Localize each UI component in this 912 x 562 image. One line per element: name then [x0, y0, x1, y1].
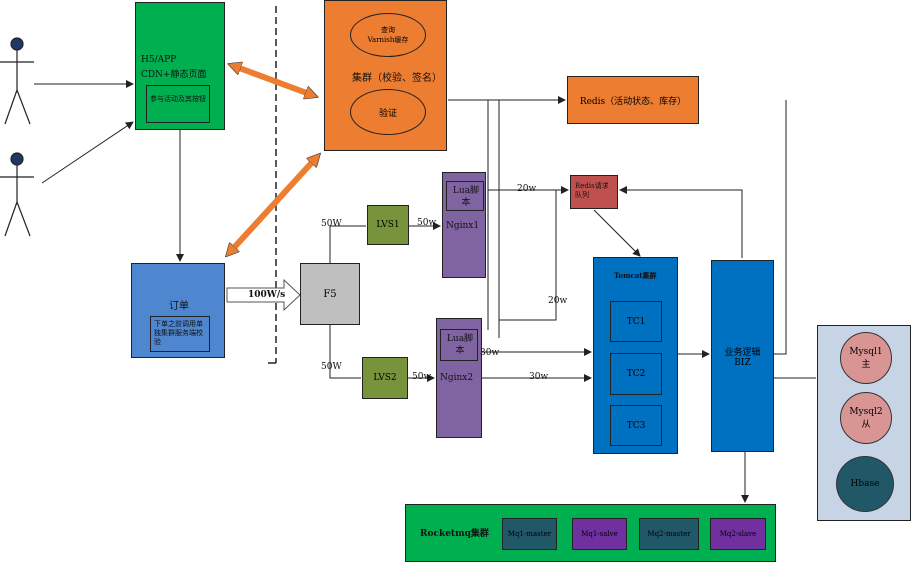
edge-queue-tomcat [593, 209, 641, 257]
cluster-title: 集群（校验、签名） [352, 73, 442, 84]
mysql2-line2: 从 [861, 419, 871, 430]
edge-label-lvs1-nginx1: 50w [417, 218, 437, 228]
nginx2-box: Lua脚本 Nginx2 [436, 318, 482, 438]
mq-node-2-label: Mq1-salve [581, 530, 618, 538]
redis-queue-box: Redis请求队列 [570, 175, 618, 209]
order-inner-label: 下单之前调用单独集群服务端校验 [154, 320, 203, 346]
nginx2-lua-label: Lua脚本 [446, 334, 474, 356]
mq-node-4: Mq2-slave [710, 518, 766, 550]
redis-queue-label: Redis请求队列 [575, 182, 609, 199]
nginx1-label: Nginx1 [446, 221, 480, 231]
user-figure-2 [0, 152, 34, 237]
mysql1-line2: 主 [861, 359, 871, 370]
edge-f5-lvs2 [329, 325, 361, 379]
mq-node-2: Mq1-salve [572, 518, 627, 550]
f5-box: F5 [300, 263, 360, 325]
mq-node-3-label: Mq2-master [647, 530, 691, 538]
hbase-node: Hbase [836, 456, 894, 512]
h5-title-line1: H5/APP [141, 55, 177, 65]
tc1-label: TC1 [626, 316, 646, 327]
tc3-label: TC3 [626, 420, 646, 431]
redis-label: Redis（活动状态、库存） [579, 96, 687, 107]
nginx2-lua-box: Lua脚本 [440, 329, 478, 361]
order-inner-box: 下单之前调用单独集群服务端校验 [150, 316, 210, 352]
mysql2-node: Mysql2 从 [840, 392, 892, 444]
edge-label-nginx2-30w-a: 30w [480, 348, 500, 358]
nginx1-lua-label: Lua脚本 [452, 186, 480, 208]
mq-node-1-label: Mq1-master [507, 530, 552, 538]
rocketmq-title: Rocketmq集群 [420, 529, 489, 539]
tc1-box: TC1 [610, 301, 662, 342]
varnish-query-ellipse: 查询 Varnish缓存 [350, 13, 426, 57]
db-panel: Mysql1 主 Mysql2 从 Hbase [817, 325, 911, 521]
varnish-query-line2: Varnish缓存 [367, 36, 409, 44]
mq-node-3: Mq2-master [639, 518, 699, 550]
edge-biz-queue [619, 186, 743, 258]
lvs1-label: LVS1 [376, 220, 400, 230]
edge-f5-lvs1 [329, 225, 366, 263]
cluster-box: 查询 Varnish缓存 集群（校验、签名） 验证 [324, 0, 447, 151]
tc2-box: TC2 [610, 353, 662, 395]
mysql1-line1: Mysql1 [849, 346, 883, 357]
hbase-label: Hbase [850, 479, 880, 489]
order-box: 订单 下单之前调用单独集群服务端校验 [131, 263, 225, 358]
nginx1-box: Lua脚本 Nginx1 [442, 172, 486, 278]
lvs2-label: LVS2 [373, 373, 397, 383]
lvs1-box: LVS1 [367, 205, 409, 245]
edge-user2-h5 [41, 121, 134, 184]
verify-ellipse: 验证 [350, 89, 426, 135]
lvs2-box: LVS2 [362, 357, 408, 399]
edge-redis-biz [774, 100, 787, 355]
edge-label-nginx2-30w-b: 30w [529, 372, 549, 382]
rocketmq-cluster-box: Rocketmq集群 Mq1-master Mq1-salve Mq2-mast… [405, 504, 776, 562]
biz-line1: 业务逻辑 [724, 347, 761, 358]
edge-label-lvs2-nginx2: 50w [412, 372, 432, 382]
nginx1-lua-box: Lua脚本 [446, 181, 484, 211]
varnish-query-line1: 查询 [381, 26, 395, 34]
order-title: 订单 [169, 301, 189, 312]
biz-line2: BIZ [734, 357, 751, 368]
f5-label: F5 [323, 288, 337, 300]
edge-mid-20w [499, 190, 557, 321]
mq-node-1: Mq1-master [502, 518, 557, 550]
nginx2-label: Nginx2 [440, 373, 474, 383]
h5-inner-box[interactable]: 参与活动及其按钮 [146, 85, 210, 123]
edge-label-f5-top: 50W [321, 219, 342, 229]
tc2-label: TC2 [626, 369, 646, 379]
h5-title-line2: CDN+静态页面 [141, 70, 207, 80]
edge-label-to-queue: 20w [517, 184, 537, 194]
mysql1-node: Mysql1 主 [840, 332, 892, 384]
h5-app-box: H5/APP CDN+静态页面 参与活动及其按钮 [135, 2, 225, 130]
mq-node-4-label: Mq2-slave [719, 530, 757, 538]
orange-arrow-h5-cluster [234, 66, 312, 95]
orange-arrow-order-cluster [230, 158, 316, 252]
verify-label: 验证 [378, 108, 397, 119]
edge-label-mid-20w: 20w [548, 296, 568, 306]
traffic-arrow [226, 278, 301, 312]
h5-inner-label: 参与活动及其按钮 [150, 95, 206, 103]
edge-label-f5-bottom: 50W [321, 362, 342, 372]
biz-box: 业务逻辑 BIZ [711, 260, 774, 452]
redis-box: Redis（活动状态、库存） [567, 76, 699, 124]
traffic-label: 100W/s [248, 290, 286, 300]
tc3-box: TC3 [610, 405, 662, 446]
mysql2-line1: Mysql2 [849, 406, 883, 417]
user-figure-1 [0, 37, 34, 125]
tomcat-title: Tomcat集群 [614, 271, 657, 280]
tomcat-cluster-box: Tomcat集群 TC1 TC2 TC3 [593, 257, 678, 454]
